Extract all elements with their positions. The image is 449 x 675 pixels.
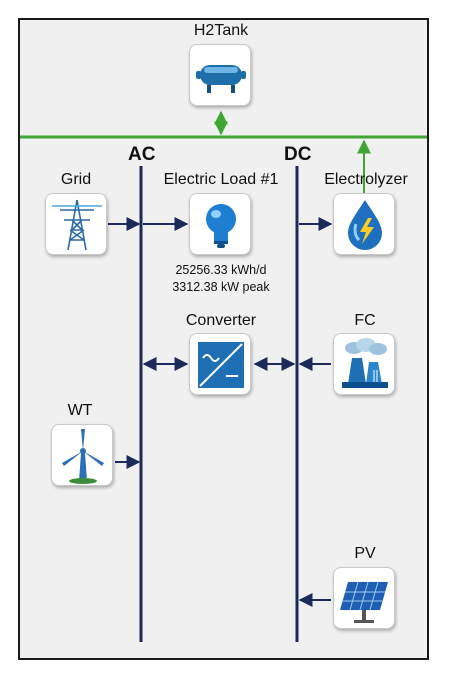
- grid-label: Grid: [60, 171, 92, 188]
- dc-bus-label: DC: [284, 144, 312, 165]
- solar-panel-icon: [340, 581, 388, 623]
- fc-label: FC: [354, 312, 376, 329]
- electrolyzer-component[interactable]: [333, 193, 395, 255]
- h2tank-component[interactable]: [189, 44, 251, 106]
- electrolyzer-drop-icon: [348, 200, 382, 250]
- grid-component[interactable]: [45, 193, 107, 255]
- converter-label: Converter: [185, 312, 257, 329]
- ac-bus-label: AC: [128, 144, 156, 165]
- wt-label: WT: [67, 402, 93, 419]
- fuel-cell-plant-icon: [342, 338, 388, 388]
- electric-load-label: Electric Load #1: [163, 171, 279, 188]
- pv-label: PV: [354, 545, 376, 562]
- h2-tank-icon: [196, 65, 246, 93]
- lightbulb-icon: [206, 204, 236, 248]
- fc-component[interactable]: [333, 333, 395, 395]
- load-daily-energy: 25256.33 kWh/d: [175, 263, 267, 277]
- converter-icon: [198, 342, 244, 388]
- transmission-tower-icon: [52, 199, 102, 251]
- electrolyzer-label: Electrolyzer: [324, 171, 408, 188]
- electric-load-component[interactable]: [189, 193, 251, 255]
- load-peak-power: 3312.38 kW peak: [172, 280, 270, 294]
- converter-component[interactable]: [189, 333, 251, 395]
- pv-component[interactable]: [333, 567, 395, 629]
- wind-turbine-icon: [62, 429, 104, 484]
- h2tank-label: H2Tank: [193, 22, 249, 39]
- wt-component[interactable]: [51, 424, 113, 486]
